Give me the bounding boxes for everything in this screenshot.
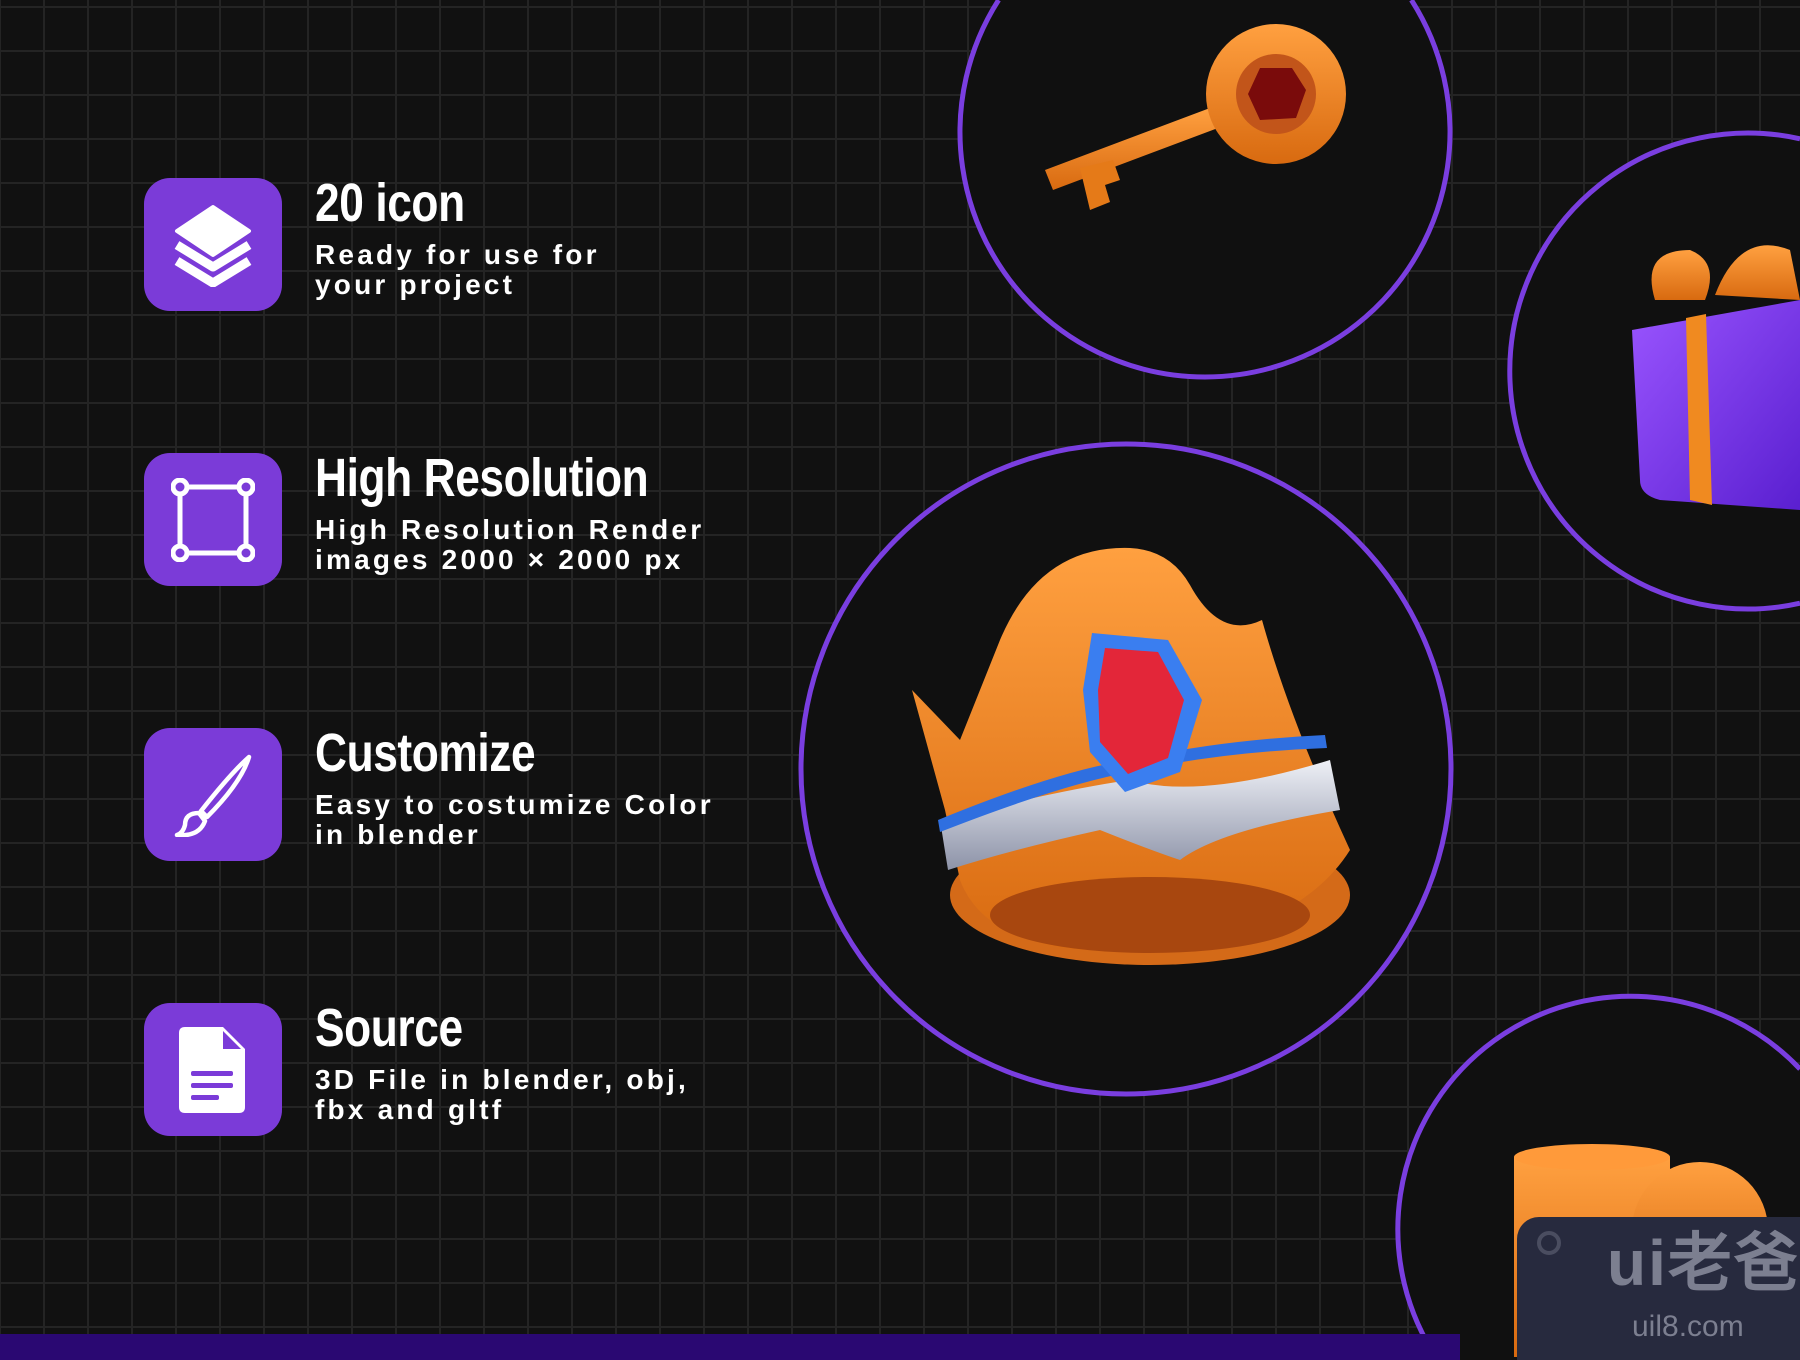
feature-description: 3D File in blender, obj, fbx and gltf bbox=[315, 1064, 689, 1125]
key-showcase bbox=[957, 0, 1453, 380]
key-ring-fill bbox=[960, 0, 1450, 378]
feature-title: Customize bbox=[315, 723, 536, 783]
crown-showcase bbox=[798, 441, 1454, 1097]
feature-high-resolution: High Resolution High Resolution Render i… bbox=[144, 448, 864, 593]
feature-description: Easy to costumize Color in blender bbox=[315, 789, 714, 850]
gift-ring bbox=[1507, 130, 1800, 612]
feature-title: 20 icon bbox=[315, 173, 465, 233]
key-icon bbox=[1045, 24, 1346, 210]
layers-icon bbox=[144, 178, 282, 311]
feature-source: Source 3D File in blender, obj, fbx and … bbox=[144, 998, 864, 1143]
feature-icon-count: 20 icon Ready for use for your project bbox=[144, 173, 864, 318]
file-icon bbox=[144, 1003, 282, 1136]
feature-customize: Customize Easy to costumize Color in ble… bbox=[144, 723, 864, 868]
crown-icon bbox=[912, 547, 1350, 965]
watermark-url: uil8.com bbox=[1632, 1310, 1744, 1343]
watermark-logo: ui老爸 bbox=[1607, 1227, 1800, 1299]
bounding-box-icon bbox=[144, 453, 282, 586]
feature-title: High Resolution bbox=[315, 448, 649, 508]
bottom-accent-bar bbox=[0, 1334, 1460, 1360]
tag-hole-icon bbox=[1537, 1231, 1561, 1255]
feature-title: Source bbox=[315, 998, 463, 1058]
feature-description: High Resolution Render images 2000 × 200… bbox=[315, 514, 705, 575]
coins-ring bbox=[1395, 993, 1800, 1360]
gift-icon bbox=[1632, 245, 1800, 510]
watermark-badge: ui老爸 uil8.com bbox=[1517, 1217, 1800, 1360]
key-ring bbox=[957, 0, 1453, 380]
feature-description: Ready for use for your project bbox=[315, 239, 600, 300]
gift-showcase bbox=[1507, 130, 1800, 612]
brush-icon bbox=[144, 728, 282, 861]
